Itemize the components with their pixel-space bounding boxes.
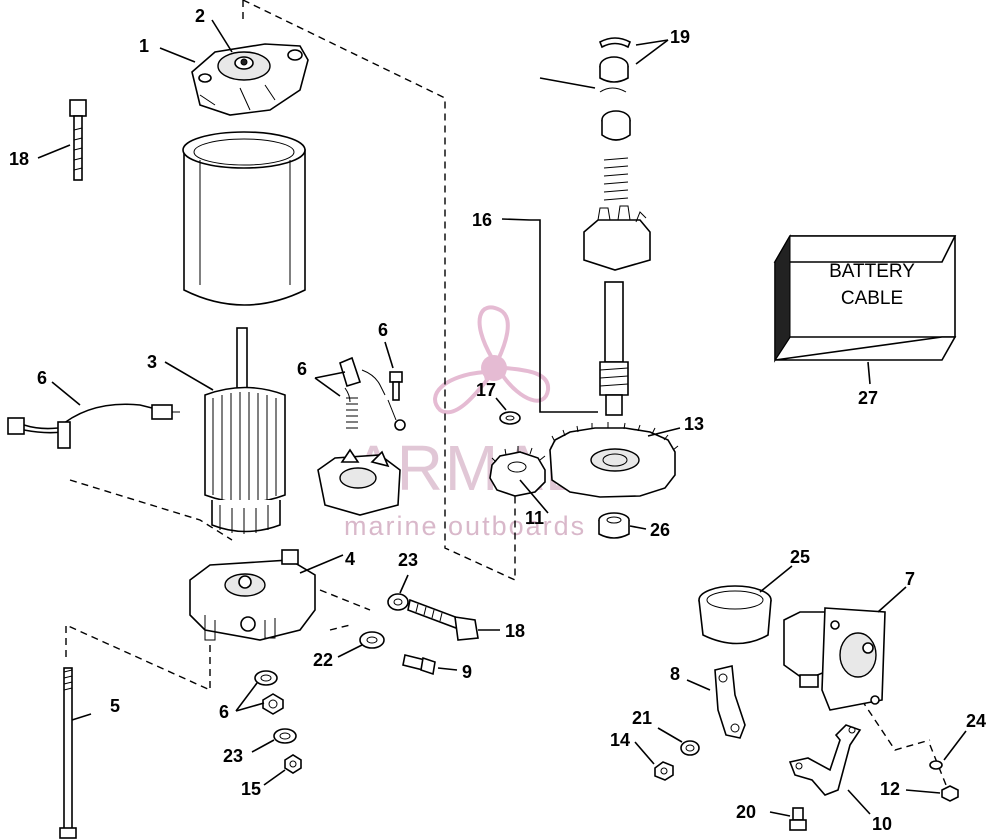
small-idler-gear xyxy=(489,446,546,497)
callout-22: 22 xyxy=(313,650,333,670)
commutator-end-cap xyxy=(189,549,316,641)
callout-20: 20 xyxy=(736,802,756,822)
brush-and-spring-set xyxy=(339,356,406,431)
battery-cable-line2: CABLE xyxy=(841,288,903,309)
bracket-hardware xyxy=(789,760,959,831)
field-frame-housing xyxy=(182,131,306,306)
terminal-washer-nut xyxy=(654,740,700,781)
through-bolt xyxy=(69,99,87,181)
solenoid-sleeve xyxy=(698,585,772,645)
callout-5: 5 xyxy=(110,696,120,716)
bushing xyxy=(598,512,630,539)
callout-6-washer: 6 xyxy=(219,702,229,722)
retaining-clip xyxy=(499,411,521,425)
terminal-strap xyxy=(714,665,746,739)
callout-1: 1 xyxy=(139,36,149,56)
large-drive-gear xyxy=(549,422,679,498)
drive-assembly xyxy=(583,37,651,416)
callout-19: 19 xyxy=(670,27,690,47)
callout-23-top: 23 xyxy=(398,550,418,570)
ground-wire-lead xyxy=(7,403,180,449)
callout-27: 27 xyxy=(858,388,878,408)
armature xyxy=(204,327,286,534)
callout-24: 24 xyxy=(966,711,986,731)
drive-end-cap xyxy=(191,43,309,116)
washer-nut-set xyxy=(254,670,302,774)
battery-cable-box: BATTERY CABLE xyxy=(773,234,957,363)
callout-17: 17 xyxy=(476,380,496,400)
callout-labels: 1 2 18 3 6 6 6 4 5 6 23 15 23 18 22 9 19… xyxy=(9,6,986,834)
propeller-logo-icon xyxy=(433,305,551,415)
callout-12: 12 xyxy=(880,779,900,799)
callout-2: 2 xyxy=(195,6,205,26)
starter-solenoid xyxy=(783,607,886,711)
callout-21: 21 xyxy=(632,708,652,728)
callout-16: 16 xyxy=(472,210,492,230)
callout-4: 4 xyxy=(345,549,355,569)
callout-3: 3 xyxy=(147,352,157,372)
callout-14: 14 xyxy=(610,730,630,750)
callout-6-brush: 6 xyxy=(297,359,307,379)
callout-25: 25 xyxy=(790,547,810,567)
alignment-dashed-lines xyxy=(65,0,949,791)
callout-26: 26 xyxy=(650,520,670,540)
callout-6-screw: 6 xyxy=(378,320,388,340)
callout-18-right: 18 xyxy=(505,621,525,641)
callout-13: 13 xyxy=(684,414,704,434)
callout-23-bottom: 23 xyxy=(223,746,243,766)
callout-6-wire: 6 xyxy=(37,368,47,388)
leader-lines xyxy=(37,19,967,817)
callout-18-top: 18 xyxy=(9,149,29,169)
callout-15: 15 xyxy=(241,779,261,799)
callout-7: 7 xyxy=(905,569,915,589)
brush-plate xyxy=(317,448,401,516)
battery-cable-line1: BATTERY xyxy=(829,261,915,282)
callout-9: 9 xyxy=(462,662,472,682)
cable-bolt-hardware xyxy=(359,593,479,676)
solenoid-bracket xyxy=(788,724,862,796)
callout-8: 8 xyxy=(670,664,680,684)
long-through-bolt xyxy=(59,667,77,839)
callout-11: 11 xyxy=(525,508,544,528)
watermark-tagline: marine outboards xyxy=(344,511,586,541)
callout-10: 10 xyxy=(872,814,892,834)
